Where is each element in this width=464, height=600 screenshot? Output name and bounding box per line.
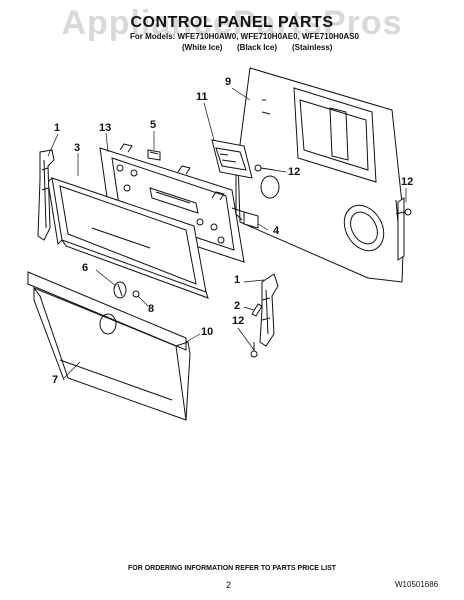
callout-10: 10	[201, 326, 214, 338]
callout-5: 5	[150, 119, 157, 131]
variant-white-ice: (White Ice)	[182, 43, 223, 52]
callout-12-upper: 12	[288, 166, 301, 178]
diagram-title: CONTROL PANEL PARTS	[130, 14, 334, 31]
callout-3: 3	[74, 142, 81, 154]
model-list: For Models: WFE710H0AW0, WFE710H0AE0, WF…	[130, 32, 359, 41]
part-rear-panel	[235, 67, 405, 283]
part-clip	[147, 149, 161, 161]
variant-stainless: (Stainless)	[292, 43, 333, 52]
part-panel-insert	[99, 143, 245, 263]
page-number: 2	[226, 580, 232, 590]
part-trim-frame	[47, 177, 209, 299]
callout-7: 7	[52, 374, 59, 386]
callout-12-right: 12	[401, 176, 414, 188]
callout-4: 4	[273, 225, 280, 237]
part-nut	[132, 290, 140, 298]
callout-9: 9	[225, 76, 232, 88]
callout-1-right: 1	[234, 274, 241, 286]
document-id: W10501686	[395, 580, 439, 589]
callout-1-left: 1	[54, 122, 61, 134]
part-switch	[231, 207, 259, 229]
screw-upper	[254, 164, 275, 172]
callout-12-lower: 12	[232, 315, 245, 327]
ordering-note: FOR ORDERING INFORMATION REFER TO PARTS …	[127, 565, 337, 572]
callout-13: 13	[99, 122, 112, 134]
callout-6: 6	[82, 262, 89, 274]
part-lower-panel	[27, 271, 191, 421]
callout-2: 2	[234, 300, 241, 312]
part-side-bracket	[395, 197, 412, 261]
part-control-board	[211, 139, 253, 179]
part-knob	[113, 281, 127, 299]
part-end-bracket-left	[37, 149, 55, 241]
part-spring	[251, 303, 263, 317]
callout-8: 8	[148, 303, 155, 315]
callout-11: 11	[196, 91, 208, 103]
variant-black-ice: (Black Ice)	[237, 43, 278, 52]
watermark: AppliancePartsPros	[61, 4, 403, 42]
part-end-bracket-right	[259, 273, 279, 347]
